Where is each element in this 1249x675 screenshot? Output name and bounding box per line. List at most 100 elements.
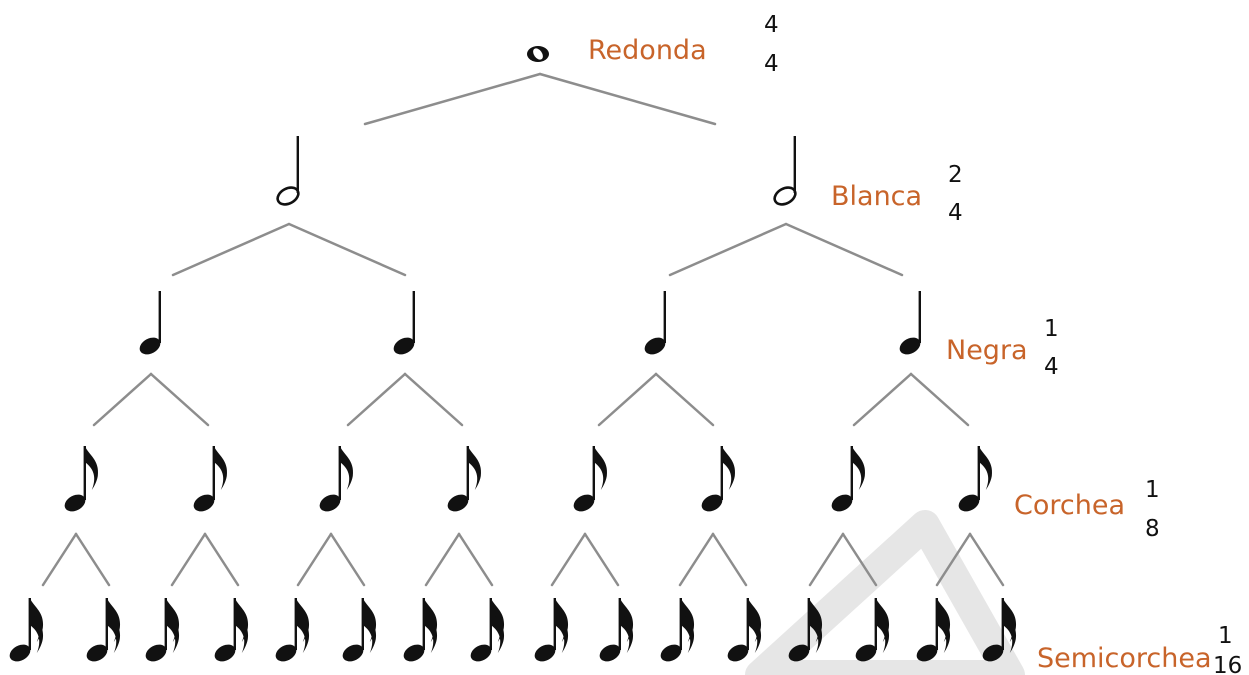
note-flag — [165, 609, 180, 653]
branch-line-right — [909, 372, 970, 427]
fraction-denominator-corchea: 8 — [1145, 516, 1160, 542]
filled-note-head — [403, 644, 425, 662]
branch-line-right — [711, 532, 748, 587]
branch-line-left — [346, 372, 407, 427]
branch-line-left — [935, 532, 972, 587]
filled-note-head — [534, 644, 556, 662]
whole-note-hole — [533, 48, 543, 60]
branch-line-right — [784, 222, 904, 277]
branch-line-left — [170, 532, 207, 587]
fraction-numerator-semicorchea: 1 — [1218, 623, 1233, 649]
branch-line-right — [538, 72, 717, 126]
note-flag — [680, 609, 695, 653]
note-flag — [554, 609, 569, 653]
fraction-denominator-redonda: 4 — [764, 51, 779, 77]
filled-note-head — [319, 494, 341, 512]
branch-line-left — [808, 532, 845, 587]
note-flag — [978, 446, 993, 490]
filled-note-head — [727, 644, 749, 662]
sixteenth-note-icon — [275, 598, 310, 662]
branch-line-left — [92, 372, 153, 427]
branch-line-right — [149, 372, 210, 427]
note-flag — [467, 446, 482, 490]
filled-note-head — [342, 644, 364, 662]
branch-line-right — [287, 222, 407, 277]
filled-note-head — [958, 494, 980, 512]
level-label-negra: Negra — [946, 335, 1028, 366]
filled-note-head — [899, 337, 921, 355]
level-label-semicorchea: Semicorchea — [1037, 643, 1212, 674]
level-label-corchea: Corchea — [1014, 490, 1125, 521]
sixteenth-note-icon — [788, 598, 823, 662]
note-flag — [875, 609, 890, 653]
quarter-note-icon — [899, 291, 921, 355]
eighth-note-icon — [193, 446, 228, 512]
half-note-icon — [773, 136, 797, 206]
sixteenth-note-icon — [214, 598, 249, 662]
note-flag — [29, 609, 44, 653]
note-flag — [339, 446, 354, 490]
level-corchea-caption: Corchea 1 8 — [1014, 477, 1160, 542]
filled-note-head — [573, 494, 595, 512]
level-semicorchea-caption: Semicorchea 1 16 — [1037, 623, 1242, 675]
sixteenth-note-icon — [470, 598, 505, 662]
sixteenth-note-icon — [342, 598, 377, 662]
branch-line-right — [654, 372, 715, 427]
sixteenth-note-icon — [599, 598, 634, 662]
level-label-blanca: Blanca — [831, 181, 922, 212]
sixteenth-note-icon — [86, 598, 121, 662]
filled-note-head — [64, 494, 86, 512]
quarter-note-icon — [644, 291, 666, 355]
quarter-note-icon — [139, 291, 162, 355]
note-flag — [213, 446, 228, 490]
level-redonda-caption: Redonda 4 4 — [588, 12, 779, 77]
fraction-denominator-negra: 4 — [1044, 354, 1059, 380]
level-blanca-caption: Blanca 2 4 — [831, 162, 963, 226]
filled-note-head — [393, 337, 415, 355]
branch-line-left — [41, 532, 78, 587]
watermark-shape — [745, 510, 1025, 675]
note-flag — [808, 609, 823, 653]
filled-note-head — [660, 644, 682, 662]
fraction-numerator-redonda: 4 — [764, 12, 779, 38]
filled-note-head — [214, 644, 236, 662]
filled-note-head — [788, 644, 810, 662]
filled-note-head — [916, 644, 938, 662]
note-flag — [295, 609, 310, 653]
sixteenth-note-icon — [9, 598, 44, 662]
note-flag — [593, 446, 608, 490]
fraction-numerator-negra: 1 — [1044, 316, 1059, 342]
branch-line-left — [678, 532, 715, 587]
branch-lines — [41, 72, 1005, 587]
filled-note-head — [145, 644, 167, 662]
fraction-numerator-corchea: 1 — [1145, 477, 1160, 503]
branch-line-right — [74, 532, 111, 587]
branch-line-right — [841, 532, 878, 587]
sixteenth-note-icon — [982, 598, 1017, 662]
note-flag — [234, 609, 249, 653]
note-flag — [490, 609, 505, 653]
level-label-redonda: Redonda — [588, 35, 707, 66]
filled-note-head — [9, 644, 31, 662]
sixteenth-note-icon — [855, 598, 890, 662]
branch-line-left — [597, 372, 658, 427]
whole-note-icon — [527, 46, 549, 62]
branch-line-right — [583, 532, 620, 587]
branch-line-left — [363, 72, 542, 126]
sixteenth-note-icon — [727, 598, 762, 662]
eighth-note-icon — [573, 446, 608, 512]
sixteenth-note-icon — [403, 598, 438, 662]
eighth-note-icon — [831, 446, 866, 512]
note-flag — [747, 609, 762, 653]
fraction-denominator-blanca: 4 — [948, 200, 963, 226]
filled-note-head — [193, 494, 215, 512]
fraction-numerator-blanca: 2 — [948, 162, 963, 188]
eighth-note-icon — [701, 446, 736, 512]
branch-line-left — [424, 532, 461, 587]
branch-line-left — [550, 532, 587, 587]
filled-note-head — [982, 644, 1004, 662]
note-flag — [1002, 609, 1017, 653]
quarter-note-icon — [393, 291, 415, 355]
note-flag — [721, 446, 736, 490]
